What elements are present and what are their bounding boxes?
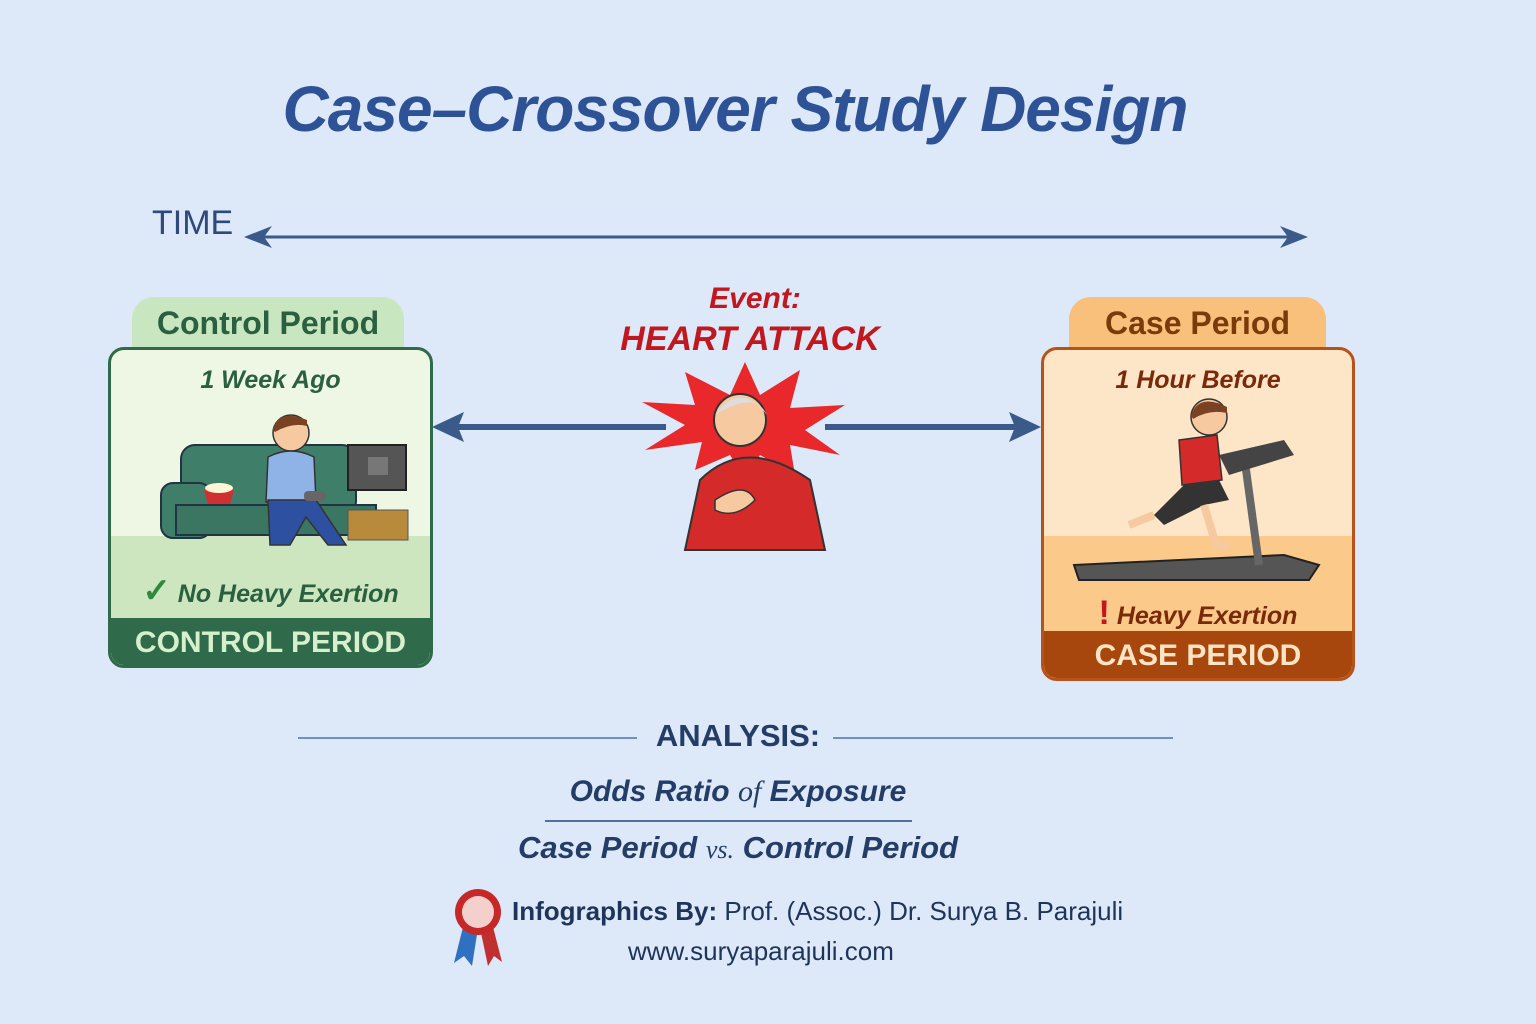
- award-ribbon-icon: [454, 889, 502, 966]
- exposure-label: Exposure: [769, 775, 907, 808]
- time-label: TIME: [152, 204, 234, 242]
- case-period-tab: Case Period: [1069, 297, 1326, 353]
- credits-line: Infographics By: Prof. (Assoc.) Dr. Sury…: [512, 896, 1123, 927]
- control-period-card: 1 Week Ago ✓ No Heavy Exertion CONTROL P…: [108, 347, 433, 668]
- case-period-label: Case Period: [518, 830, 698, 865]
- divider: [298, 737, 637, 739]
- odds-ratio-label: Odds Ratio: [569, 775, 730, 808]
- odds-ratio-text: Odds Ratio of Exposure: [0, 775, 1476, 809]
- heart-attack-illustration: [642, 362, 845, 551]
- timeline-arrow: [244, 226, 1308, 248]
- vs-word: vs.: [705, 835, 735, 864]
- exclamation-icon: !: [1098, 594, 1110, 632]
- case-time: 1 Hour Before: [1115, 366, 1281, 394]
- arrow-to-control: [432, 412, 666, 442]
- control-period-label: Control Period: [742, 830, 958, 865]
- case-exposure: Heavy Exertion: [1116, 602, 1298, 630]
- treadmill-runner-illustration: [1072, 398, 1321, 581]
- author-name: Prof. (Assoc.) Dr. Surya B. Parajuli: [724, 896, 1124, 926]
- comparison-text: Case Period vs. Control Period: [0, 830, 1476, 866]
- event-name: HEART ATTACK: [620, 320, 880, 358]
- case-period-card: 1 Hour Before ! Heavy Exertion CASE PERI…: [1041, 347, 1355, 681]
- credits-label: Infographics By:: [512, 896, 718, 926]
- website-link[interactable]: www.suryaparajuli.com: [628, 936, 894, 966]
- control-time: 1 Week Ago: [200, 366, 341, 394]
- fraction-divider: [545, 820, 912, 822]
- check-icon: ✓: [142, 572, 171, 610]
- page-title: Case–Crossover Study Design: [282, 73, 1189, 145]
- control-period-tab: Control Period: [132, 297, 404, 353]
- control-exposure: No Heavy Exertion: [177, 580, 399, 608]
- control-period-band: CONTROL PERIOD: [111, 618, 430, 665]
- arrow-to-case: [825, 412, 1041, 442]
- couch-person-illustration: [160, 414, 409, 546]
- of-word: of: [737, 775, 762, 808]
- event-label: Event:: [709, 282, 801, 315]
- case-period-band: CASE PERIOD: [1044, 631, 1352, 678]
- analysis-heading: ANALYSIS:: [655, 718, 821, 753]
- divider: [833, 737, 1173, 739]
